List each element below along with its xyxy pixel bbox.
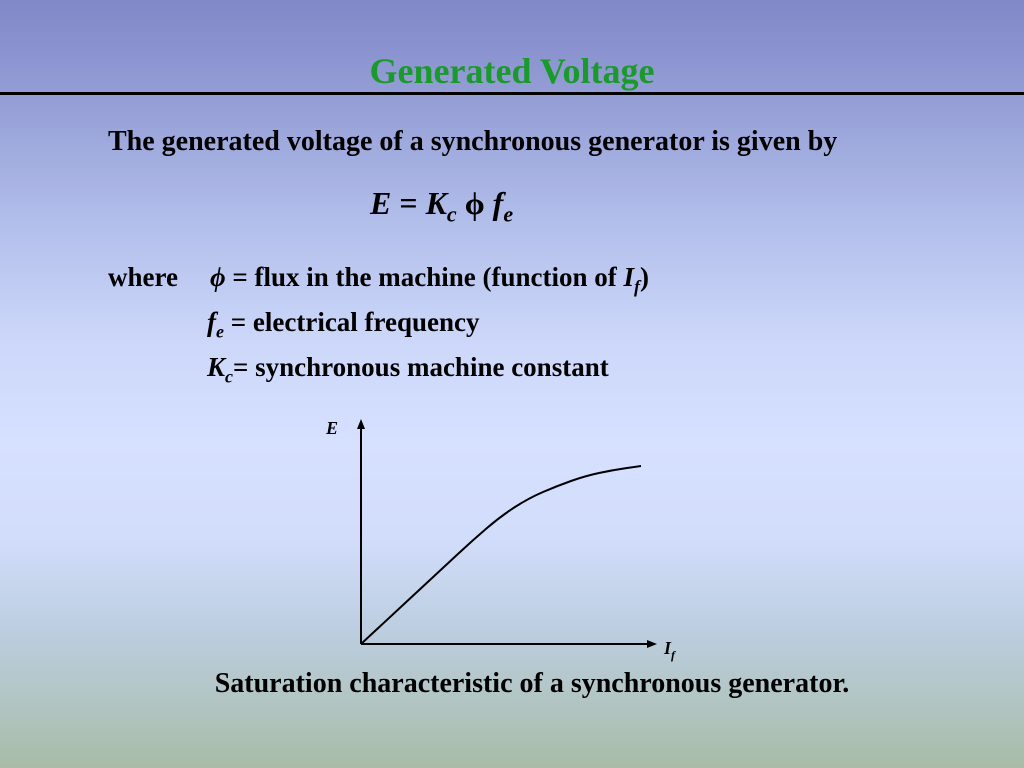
eq-f-sub: e — [503, 201, 514, 227]
y-axis-label: E — [325, 418, 338, 438]
definition-constant: Kc= synchronous machine constant — [207, 352, 609, 387]
def-const-text: = synchronous machine constant — [233, 352, 609, 382]
def-freq-text: = electrical frequency — [224, 307, 480, 337]
x-axis-label: If — [663, 638, 676, 662]
def-const-symbol: K — [207, 352, 226, 382]
chart-caption: Saturation characteristic of a synchrono… — [214, 668, 850, 699]
x-axis-label-main: I — [663, 638, 672, 658]
definition-flux: ϕ = flux in the machine (function of If) — [210, 262, 649, 297]
def-flux-tail: ) — [640, 262, 650, 292]
definition-frequency: fe = electrical frequency — [207, 307, 480, 342]
intro-text: The generated voltage of a synchronous g… — [108, 126, 838, 157]
voltage-equation: E = Kc ϕ fe — [370, 185, 513, 227]
eq-phi: ϕ — [464, 185, 485, 221]
def-const-sub: c — [225, 366, 234, 387]
def-freq-symbol: f — [207, 307, 216, 337]
title-divider — [0, 92, 1024, 95]
def-freq-sub: e — [216, 321, 224, 342]
eq-k: K — [425, 185, 447, 221]
eq-f: f — [492, 185, 504, 221]
def-flux-var-sub: f — [634, 276, 641, 297]
eq-equals: = — [399, 185, 418, 221]
eq-lhs: E — [370, 185, 392, 221]
x-axis-label-sub: f — [671, 648, 676, 662]
eq-k-sub: c — [446, 201, 457, 227]
def-flux-text: = flux in the machine (function of — [225, 262, 624, 292]
def-flux-var: I — [623, 262, 635, 292]
def-flux-symbol: ϕ — [210, 262, 226, 292]
saturation-curve — [360, 465, 642, 645]
where-label: where — [108, 262, 178, 292]
slide-title: Generated Voltage — [369, 51, 655, 91]
